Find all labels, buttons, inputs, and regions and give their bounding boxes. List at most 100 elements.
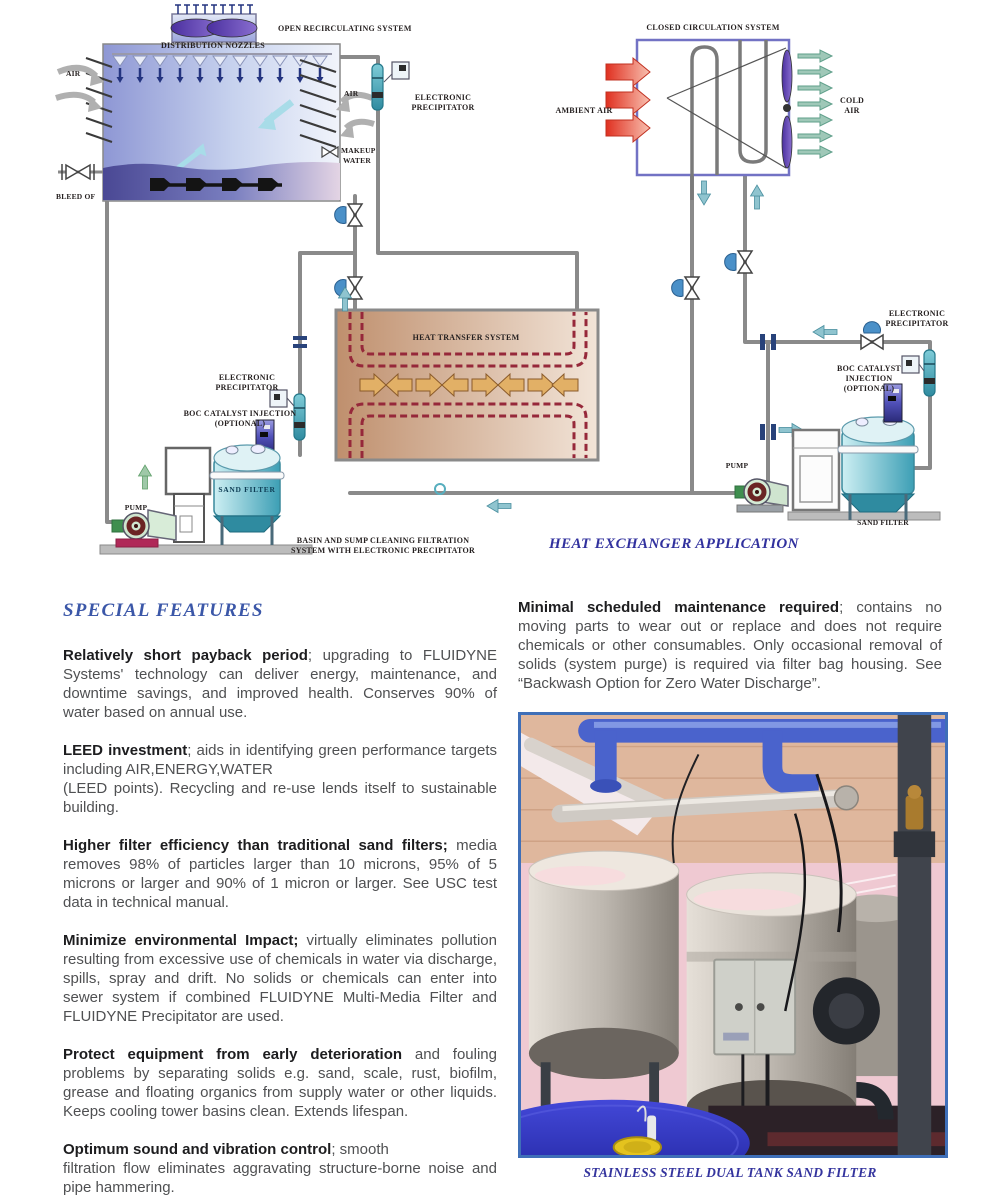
electronic-precipitator-right: [901, 349, 936, 397]
svg-text:PRECIPITATOR: PRECIPITATOR: [885, 319, 948, 328]
cold-air-label: COLD: [840, 96, 864, 105]
brass-valve: [905, 795, 924, 830]
left-filtration-assembly: SAND FILTER ELECTRONIC PRECIPITATOR BOC …: [99, 373, 475, 555]
photo-caption: STAINLESS STEEL DUAL TANK SAND FILTER: [583, 1165, 877, 1180]
product-photo: [518, 712, 948, 1158]
open-system-label: OPEN RECIRCULATING SYSTEM: [278, 24, 412, 33]
dark-elbow: [855, 1081, 894, 1120]
pump-left-label: PUMP: [125, 503, 148, 512]
electronic-precipitator-top: ELECTRONIC PRECIPITATOR: [371, 61, 474, 112]
air-inlet-arrows-right: [336, 91, 375, 138]
basin-eductors: [150, 178, 282, 191]
feature-lead: Protect equipment from early deteriorati…: [63, 1046, 403, 1063]
feature-text: ; smooth: [331, 1141, 389, 1158]
feature-paragraph-payback: Relatively short payback period; upgradi…: [63, 646, 497, 722]
feature-text: filtration flow eliminates aggravating s…: [63, 1160, 497, 1196]
svg-text:AIR: AIR: [844, 106, 859, 115]
drum-fitting: [647, 1115, 657, 1142]
cable: [671, 754, 700, 864]
special-features-heading: SPECIAL FEATURES: [63, 600, 264, 621]
pump-left: [111, 509, 177, 548]
makeup-water-valve: [321, 145, 339, 159]
feature-text: and fouling problems by separating solid…: [63, 1046, 497, 1120]
svg-text:PRECIPITATOR: PRECIPITATOR: [215, 383, 278, 392]
blue-pipe-elbow-center: [762, 730, 819, 794]
sand-filter-right: [837, 416, 919, 520]
features-column-right: Minimal scheduled maintenance required; …: [518, 598, 948, 1181]
system-diagram: OPEN RECIRCULATING SYSTEM DISTRIBUTION N…: [55, 4, 948, 555]
piping-network: [58, 55, 932, 524]
makeup-water-label: MAKEUP: [341, 146, 376, 155]
bleed-off-label: BLEED OF: [56, 192, 96, 201]
fan-exhaust-arrows: [174, 4, 254, 15]
basin-caption: BASIN AND SUMP CLEANING FILTRATION: [297, 536, 470, 545]
right-louvers: [299, 58, 337, 149]
boc-catalyst-right: [883, 383, 903, 423]
ep-left-label: ELECTRONIC: [219, 373, 275, 382]
pump-right-label: PUMP: [726, 461, 749, 470]
cable: [815, 773, 843, 933]
svg-text:PRECIPITATOR: PRECIPITATOR: [411, 103, 474, 112]
feature-lead: Minimize environmental Impact;: [63, 932, 299, 949]
fan-blade: [781, 115, 793, 169]
feature-paragraph-sound: Optimum sound and vibration control; smo…: [63, 1140, 497, 1197]
svg-text:INJECTION: INJECTION: [846, 374, 893, 383]
distribution-nozzles-label: DISTRIBUTION NOZZLES: [161, 41, 265, 50]
flow-direction-arrows: [138, 180, 838, 513]
features-column-left: SPECIAL FEATURES Relatively short paybac…: [63, 600, 497, 1200]
skid-platform: [99, 544, 313, 555]
boc-left-label: BOC CATALYST INJECTION: [184, 409, 297, 418]
flow-arrow-head: [194, 143, 207, 157]
bag-filter-housing-left: [164, 446, 212, 543]
feature-paragraph-maintenance: Minimal scheduled maintenance required; …: [518, 598, 942, 693]
sand-filter-right-label: SAND FILTER: [857, 518, 909, 527]
cold-air-arrows: [797, 49, 833, 159]
air-right-label: AIR: [344, 89, 359, 98]
svg-text:WATER: WATER: [343, 156, 371, 165]
boc-right-label: BOC CATALYST: [837, 364, 901, 373]
dark-riser-pipe: [897, 715, 932, 1155]
pump-right: [734, 478, 789, 513]
feature-text: (LEED points). Recycling and re-use lend…: [63, 780, 497, 816]
feature-text: virtually eliminates pollu­tion resultin…: [63, 932, 497, 1025]
svg-text:(OPTIONAL): (OPTIONAL): [215, 419, 266, 428]
feature-lead: Minimal scheduled maintenance required: [518, 599, 840, 616]
flow-arrow: [176, 149, 202, 170]
heat-exchanger-caption: HEAT EXCHANGER APPLICATION: [548, 536, 800, 552]
blue-drum: [521, 1099, 750, 1155]
control-box: [713, 958, 797, 1056]
ep-top-label: ELECTRONIC: [415, 93, 471, 102]
left-steel-tank: [528, 850, 680, 1122]
sand-filter-left-label: SAND FILTER: [218, 485, 275, 494]
cooling-tower: OPEN RECIRCULATING SYSTEM DISTRIBUTION N…: [55, 4, 412, 202]
feature-lead: Higher filter efficiency than traditiona…: [63, 837, 448, 854]
feature-lead: Relatively short payback period: [63, 647, 308, 664]
svg-text:(OPTIONAL): (OPTIONAL): [844, 384, 895, 393]
feature-lead: Optimum sound and vibration control: [63, 1141, 332, 1158]
sand-filter-left: SAND FILTER: [209, 444, 285, 545]
feature-text: ; contains no moving parts to wear out o…: [518, 599, 942, 692]
feature-paragraph-environment: Minimize environmental Impact; virtually…: [63, 931, 497, 1026]
flow-arrow-head: [258, 112, 276, 130]
bag-filter-housing-right: [791, 428, 841, 512]
electronic-precipitator-left: [269, 389, 306, 441]
feature-lead: LEED investment: [63, 742, 188, 759]
feature-text: ; upgrading to FLU­IDYNE Systems' techno…: [63, 647, 497, 721]
closed-system-label: CLOSED CIRCULATION SYSTEM: [646, 23, 779, 32]
feature-paragraph-efficiency: Higher filter efficiency than traditiona…: [63, 836, 497, 912]
pipe-flanges: [293, 334, 776, 440]
heat-transfer-system: HEAT TRANSFER SYSTEM: [334, 308, 600, 462]
fan-blade: [206, 18, 258, 38]
air-left-label: AIR: [66, 69, 81, 78]
ambient-air-label: AMBIENT AIR: [555, 106, 612, 115]
feature-paragraph-protect: Protect equipment from early deteriorati…: [63, 1045, 497, 1121]
feature-text: ; aids in identifying green perfor­mance…: [63, 742, 497, 778]
svg-text:SYSTEM WITH ELECTRONIC PRECIPI: SYSTEM WITH ELECTRONIC PRECIPITATOR: [291, 546, 475, 555]
bleed-off-valve: [61, 163, 95, 181]
ambient-air-arrows: [605, 56, 651, 144]
cable: [784, 813, 807, 1012]
closed-circulation-system: CLOSED CIRCULATION SYSTEM AMBIENT AIR CO…: [555, 23, 864, 200]
air-inlet-arrows-left: [55, 64, 104, 112]
heat-transfer-label: HEAT TRANSFER SYSTEM: [413, 333, 520, 342]
